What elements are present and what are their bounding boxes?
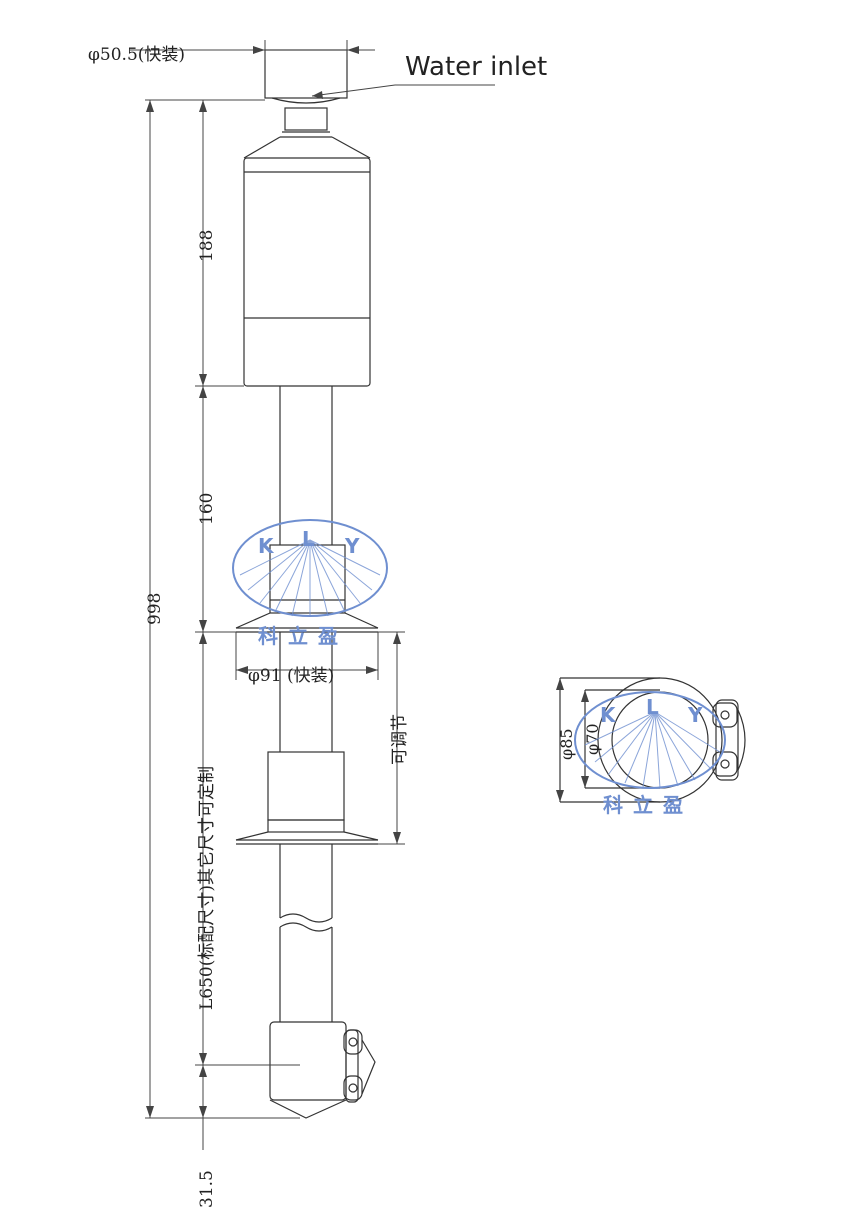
watermark-logo-right: K L Y 科立盈 — [574, 691, 726, 817]
watermark-letter-y: Y — [344, 534, 360, 558]
watermark-right-letter-l: L — [646, 695, 659, 719]
dim-998-label: 998 — [145, 593, 165, 625]
dim-188-label: 188 — [197, 230, 217, 262]
flange-diameter-label: φ91 (快装) — [248, 666, 334, 686]
water-inlet-label: Water inlet — [405, 52, 547, 82]
dim-160-label: 160 — [197, 493, 217, 525]
inlet-diameter-label: φ50.5(快装) — [88, 45, 185, 65]
lower-rod — [279, 844, 333, 1022]
dia-70-label: φ70 — [583, 723, 602, 755]
inlet-fitting — [243, 49, 371, 159]
upper-clamp — [235, 544, 379, 633]
lower-clamp — [235, 751, 379, 845]
watermark-right-letter-k: K — [600, 703, 617, 727]
watermark-chinese: 科立盈 — [258, 624, 348, 648]
dimension-lines — [130, 40, 495, 1150]
arrowheads — [146, 46, 401, 1118]
watermark-letter-l: L — [302, 527, 315, 551]
side-view-arrows — [556, 678, 589, 802]
watermark-right-letter-y: Y — [687, 703, 703, 727]
watermark-logo: K L Y 科立盈 — [232, 519, 388, 648]
middle-rod — [279, 632, 333, 752]
dim-31-5-label: 31.5 — [197, 1170, 217, 1208]
length-note-label: L650(标配尺寸)其它尺寸可定制 — [197, 766, 217, 1010]
dia-85-label: φ85 — [557, 728, 576, 760]
sensor-body — [243, 157, 371, 387]
watermark-letter-k: K — [258, 534, 275, 558]
watermark-right-chinese: 科立盈 — [603, 793, 693, 817]
adjustable-label: 可调节 — [390, 714, 410, 765]
sensor-head — [269, 1021, 376, 1119]
upper-rod — [279, 386, 333, 545]
